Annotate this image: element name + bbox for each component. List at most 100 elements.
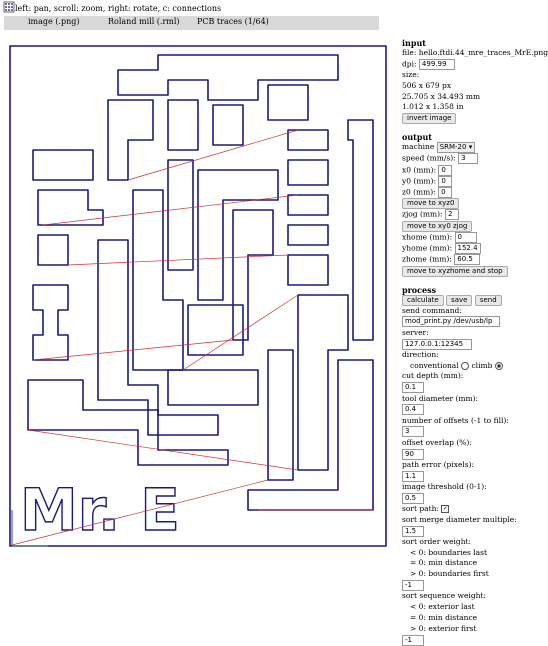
conventional-radio[interactable] [461, 361, 470, 370]
pad-right-3 [287, 194, 329, 216]
pad-right-1 [287, 129, 329, 151]
output-heading: output [402, 132, 432, 143]
sort-sequence-hint: > 0: exterior first [410, 623, 477, 633]
control-panel: input file: hello.ftdi.44_mre_traces_MrE… [402, 32, 548, 646]
xhome-field[interactable]: 0 [454, 231, 477, 243]
sort-sequence-hint: = 0: min distance [410, 612, 478, 622]
x0-label: x0 (mm): [402, 165, 436, 175]
calculate-button[interactable]: calculate [402, 294, 444, 306]
climb-radio[interactable] [494, 361, 503, 370]
size-mm: 25.705 x 34.493 mm [402, 91, 481, 101]
dpi-label: dpi: [402, 59, 417, 69]
trace-bottom-right [247, 359, 374, 511]
speed-label: speed (mm/s): [402, 153, 456, 163]
send-command-field[interactable]: mod_print.py /dev/usb/lp [402, 316, 500, 328]
trace-lower-mid [167, 369, 259, 406]
sort-path-label: sort path: [402, 504, 439, 513]
zhome-field[interactable]: 60.5 [454, 254, 481, 266]
y0-field[interactable]: 0 [438, 175, 453, 187]
offsets-field[interactable]: 3 [402, 426, 424, 438]
pad-top-mid [212, 104, 244, 146]
trace-left-top [107, 99, 154, 181]
tool-diameter-field[interactable]: 0.4 [402, 404, 424, 416]
cut-depth-field[interactable]: 0.1 [402, 382, 424, 394]
tab-roland-mill[interactable]: Roland mill (.rml) [108, 17, 180, 26]
zjog-field[interactable]: 2 [444, 209, 459, 221]
move-home-button[interactable]: move to xyzhome and stop [402, 265, 508, 277]
pad-top-right [267, 84, 309, 121]
sort-sequence-hint: < 0: exterior last [410, 602, 475, 612]
xhome-label: xhome (mm): [402, 232, 453, 242]
conventional-label: conventional [410, 360, 459, 370]
pad-center [187, 304, 244, 356]
sort-path-checkbox[interactable]: ✓ [441, 505, 450, 513]
server-field[interactable]: 127.0.0.1:12345 [402, 338, 472, 350]
trace-right-lower [297, 294, 349, 471]
board-label: Mr. E [20, 476, 180, 544]
threshold-label: image threshold (0-1): [402, 481, 487, 491]
sort-order-field[interactable]: -1 [402, 580, 424, 592]
z0-label: z0 (mm): [402, 187, 436, 197]
move-line [42, 194, 299, 226]
pad-top-left [167, 99, 199, 151]
trace-bottom-left [27, 379, 229, 466]
dpi-field[interactable]: 499.99 [418, 58, 455, 70]
send-command-label: send command: [402, 305, 462, 315]
sort-order-hint: > 0: boundaries first [410, 569, 489, 579]
overlap-field[interactable]: 90 [402, 448, 424, 460]
trace-left-2 [37, 189, 104, 226]
move-xyz0-button[interactable]: move to xyz0 [402, 198, 460, 210]
tab-pcb-traces[interactable]: PCB traces (1/64) [197, 17, 269, 26]
speed-field[interactable]: 3 [458, 153, 479, 165]
sort-sequence-field[interactable]: -1 [402, 634, 424, 646]
pad-right-5 [287, 254, 329, 286]
file-label: file: [402, 48, 417, 57]
y0-label: y0 (mm): [402, 176, 436, 186]
server-label: server: [402, 327, 429, 337]
sort-merge-field[interactable]: 1.5 [402, 525, 424, 537]
direction-label: direction: [402, 349, 439, 359]
zjog-label: zjog (mm): [402, 209, 443, 219]
trace-i-shape [32, 284, 69, 361]
yhome-label: yhome (mm): [402, 243, 453, 253]
grid-icon[interactable] [3, 1, 15, 13]
send-button[interactable]: send [474, 294, 502, 306]
trace-mid-2 [167, 159, 194, 271]
sort-order-label: sort order weight: [402, 536, 472, 546]
move-line [67, 254, 289, 266]
module-tabs: image (.png) Roland mill (.rml) PCB trac… [4, 16, 379, 30]
save-button[interactable]: save [446, 294, 473, 306]
toolpath-canvas[interactable]: Mr. E [8, 40, 388, 550]
move-line [182, 294, 299, 371]
controls-hint: left: pan, scroll: zoom, right: rotate, … [15, 4, 222, 13]
threshold-field[interactable]: 0.5 [402, 492, 424, 504]
move-xy0-zjog-button[interactable]: move to xy0 zjog [402, 220, 473, 232]
sort-merge-label: sort merge diameter multiple: [402, 514, 517, 524]
tab-image[interactable]: image (.png) [28, 17, 80, 26]
path-error-field[interactable]: 1.1 [402, 470, 424, 482]
move-line [32, 339, 234, 361]
z0-field[interactable]: 0 [438, 187, 453, 199]
trace-right-2 [267, 349, 294, 481]
machine-select[interactable]: SRM-20 ▾ [436, 142, 476, 154]
sort-order-hint: < 0: boundaries last [410, 547, 487, 557]
climb-label: climb [471, 360, 493, 370]
trace-mid-4 [232, 209, 274, 341]
board-outline [9, 45, 387, 547]
move-line [127, 129, 299, 181]
path-error-label: path error (pixels): [402, 459, 475, 469]
sort-order-hint: = 0: min distance [410, 558, 478, 568]
size-in: 1.012 x 1.358 in [402, 102, 464, 112]
trace-top [117, 54, 339, 101]
zhome-label: zhome (mm): [402, 254, 452, 264]
overlap-label: offset overlap (%): [402, 437, 472, 447]
x0-field[interactable]: 0 [438, 164, 453, 176]
trace-lower-left [97, 239, 219, 436]
yhome-field[interactable]: 152.4 [454, 243, 481, 255]
size-px: 506 x 679 px [402, 80, 452, 90]
trace-mid-1 [132, 189, 184, 371]
machine-value: SRM-20 [439, 143, 467, 152]
invert-image-button[interactable]: invert image [402, 113, 457, 125]
size-label: size: [402, 70, 420, 80]
pad-right-2 [287, 159, 329, 186]
